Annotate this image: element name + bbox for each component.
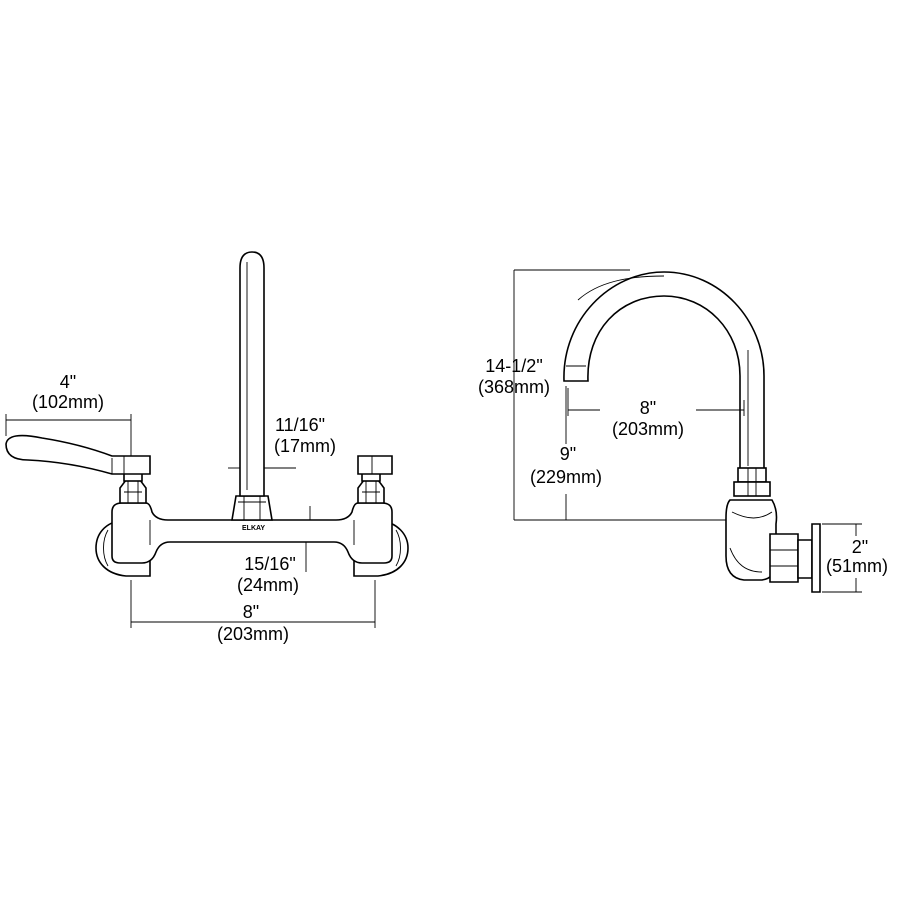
spout-reach-inch: 8" bbox=[640, 398, 656, 418]
right-handle-hub bbox=[357, 455, 393, 475]
spout-clearance-mm: (229mm) bbox=[530, 467, 602, 487]
side-wall-flange bbox=[811, 523, 821, 593]
dim-overall-height bbox=[513, 269, 726, 521]
dim-flange bbox=[822, 523, 862, 593]
dim-handle-reach bbox=[5, 414, 132, 456]
dim-spout-reach bbox=[567, 388, 745, 416]
left-wrist-blade-handle bbox=[5, 434, 151, 475]
overall-height-inch: 14-1/2" bbox=[485, 356, 542, 376]
brand-mark: ELKAY bbox=[242, 525, 265, 532]
flange-mm: (51mm) bbox=[826, 556, 888, 576]
centers-mm: (203mm) bbox=[217, 624, 289, 644]
dim-spout-diameter bbox=[228, 416, 296, 469]
left-valve bbox=[119, 471, 147, 504]
body-offset-mm: (24mm) bbox=[237, 575, 299, 595]
handle-reach-inch: 4" bbox=[60, 372, 76, 392]
overall-height-mm: (368mm) bbox=[478, 377, 550, 397]
front-view: ELKAY 4" (102mm) bbox=[5, 251, 409, 644]
spout-clearance-inch: 9" bbox=[560, 444, 576, 464]
spout-reach-mm: (203mm) bbox=[612, 419, 684, 439]
spout-tube bbox=[239, 251, 265, 497]
flange-inch: 2" bbox=[852, 537, 868, 557]
faucet-body bbox=[111, 502, 393, 564]
spout-diameter-mm: (17mm) bbox=[274, 436, 336, 456]
right-valve bbox=[357, 471, 385, 504]
centers-inch: 8" bbox=[243, 602, 259, 622]
side-hex-nut bbox=[769, 533, 813, 583]
side-view: 14-1/2" (368mm) 8" (203mm) 9" (229mm) 2"… bbox=[478, 269, 888, 593]
side-valve-body bbox=[725, 499, 778, 581]
spout-base bbox=[231, 495, 273, 521]
body-offset-inch: 15/16" bbox=[244, 554, 295, 574]
spout-diameter-inch: 11/16" bbox=[275, 415, 325, 435]
gooseneck-spout bbox=[563, 271, 765, 471]
dim-centers bbox=[130, 580, 376, 628]
dim-body-offset bbox=[300, 506, 318, 572]
spout-nut bbox=[733, 467, 771, 497]
handle-reach-mm: (102mm) bbox=[32, 392, 104, 412]
